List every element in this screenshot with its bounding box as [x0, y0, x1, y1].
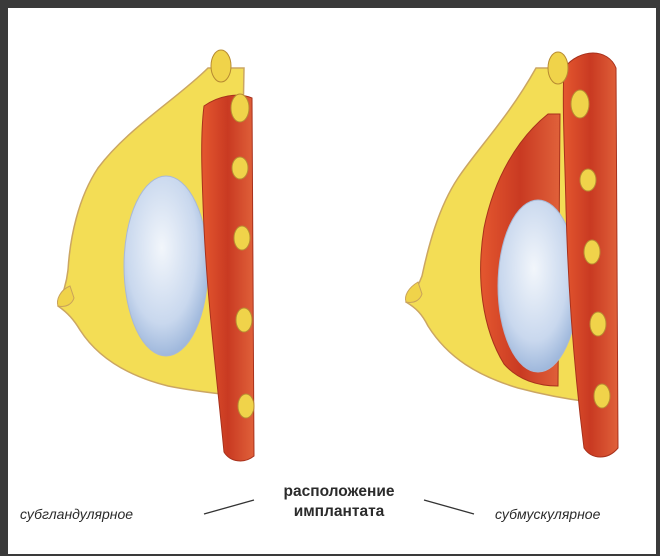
submuscular-label: субмускулярное	[495, 506, 600, 522]
left-implant	[124, 176, 208, 356]
implant-placement-title: расположение имплантата	[254, 482, 424, 522]
title-line-2: имплантата	[254, 502, 424, 522]
submuscular-figure	[406, 52, 619, 457]
subglandular-label: субгландулярное	[20, 506, 133, 522]
title-line-1: расположение	[254, 482, 424, 502]
right-implant	[498, 200, 578, 372]
right-connector-line	[424, 500, 474, 514]
subglandular-figure	[58, 50, 255, 461]
implant-placement-illustration	[8, 8, 656, 478]
left-connector-line	[204, 500, 254, 514]
diagram-frame: расположение имплантата субгландулярное …	[8, 8, 656, 554]
